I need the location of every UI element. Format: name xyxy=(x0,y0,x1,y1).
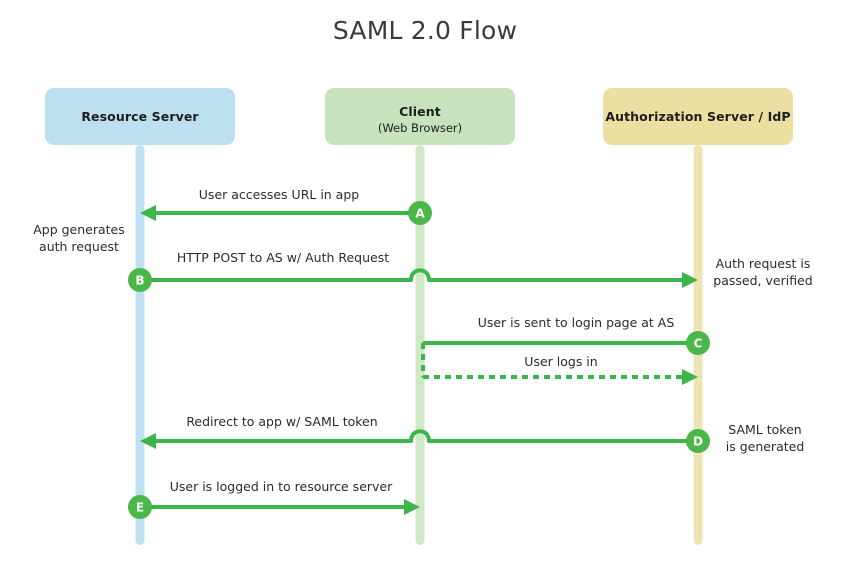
actor-label-resource-server: Resource Server xyxy=(81,109,199,124)
step-badge-circle-d xyxy=(686,429,710,453)
message-step-b: HTTP POST to AS w/ Auth Request xyxy=(140,250,698,288)
message-step-3-label: User logs in xyxy=(524,354,597,369)
actor-box-authorization-server[interactable]: Authorization Server / IdP xyxy=(603,88,793,145)
message-step-d-label: Redirect to app w/ SAML token xyxy=(186,414,377,429)
note-auth-request-passed-verified: Auth request is passed, verified xyxy=(713,256,812,288)
actor-sublabel-client: (Web Browser) xyxy=(378,121,462,135)
note-line-auth-request-passed-verified-0: Auth request is xyxy=(716,256,811,271)
actor-box-shape-authorization-server xyxy=(603,88,793,145)
step-badge-letter-a: A xyxy=(415,207,425,221)
step-badge-letter-b: B xyxy=(135,274,144,288)
message-step-b-label: HTTP POST to AS w/ Auth Request xyxy=(177,250,389,265)
step-badge-a[interactable]: A xyxy=(408,201,432,225)
step-badge-letter-e: E xyxy=(136,501,144,515)
message-step-c: User is sent to login page at AS xyxy=(423,315,698,345)
step-badge-circle-c xyxy=(686,331,710,355)
step-badge-circle-e xyxy=(128,495,152,519)
note-app-generates-auth-request: App generates auth request xyxy=(33,222,125,254)
step-badge-letter-d: D xyxy=(693,435,703,449)
note-line-saml-token-generated-1: is generated xyxy=(726,439,805,454)
note-line-app-generates-auth-request-0: App generates xyxy=(33,222,125,237)
page-title: SAML 2.0 Flow xyxy=(333,16,517,45)
message-step-e: User is logged in to resource server xyxy=(140,479,420,515)
step-badge-d[interactable]: D xyxy=(686,429,710,453)
message-step-d: Redirect to app w/ SAML token xyxy=(140,414,698,449)
note-line-saml-token-generated-0: SAML token xyxy=(728,422,801,437)
message-step-a-label: User accesses URL in app xyxy=(199,187,359,202)
step-badges-group: A B C D E xyxy=(128,201,710,519)
message-step-3: User logs in xyxy=(423,354,698,385)
actor-label-client: Client xyxy=(399,104,441,119)
message-step-a: User accesses URL in app xyxy=(140,187,420,221)
step-badge-circle-b xyxy=(128,268,152,292)
message-step-c-label: User is sent to login page at AS xyxy=(478,315,675,330)
actor-box-shape-client xyxy=(325,88,515,145)
note-line-app-generates-auth-request-1: auth request xyxy=(39,239,119,254)
message-step-e-label: User is logged in to resource server xyxy=(170,479,393,494)
note-line-auth-request-passed-verified-1: passed, verified xyxy=(713,273,812,288)
message-step-b-line-with-hop xyxy=(140,268,684,282)
actor-box-shape-resource-server xyxy=(45,88,235,145)
actor-box-resource-server[interactable]: Resource Server xyxy=(45,88,235,145)
message-step-d-arrowhead xyxy=(140,433,156,449)
lifeline-resource-server xyxy=(135,145,145,545)
step-badge-b[interactable]: B xyxy=(128,268,152,292)
message-step-e-arrowhead xyxy=(404,499,420,515)
message-step-3-arrowhead xyxy=(682,369,698,385)
step-badge-letter-c: C xyxy=(694,337,703,351)
actor-label-authorization-server: Authorization Server / IdP xyxy=(605,109,790,124)
step-badge-e[interactable]: E xyxy=(128,495,152,519)
actor-box-client[interactable]: Client (Web Browser) xyxy=(325,88,515,145)
step-badge-circle-a xyxy=(408,201,432,225)
message-step-a-arrowhead xyxy=(140,205,156,221)
message-step-d-line-with-hop xyxy=(154,429,698,443)
note-saml-token-generated: SAML token is generated xyxy=(726,422,805,454)
actor-boxes-group: Resource Server Client (Web Browser) Author… xyxy=(45,88,793,145)
lifeline-client xyxy=(415,145,425,545)
step-badge-c[interactable]: C xyxy=(686,331,710,355)
message-step-b-arrowhead xyxy=(682,272,698,288)
